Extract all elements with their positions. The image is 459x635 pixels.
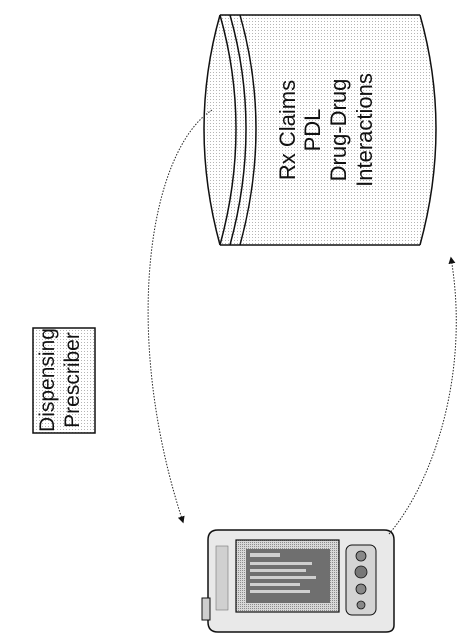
role-box: Dispensing Prescriber — [33, 328, 95, 433]
db-label-pdl: PDL — [300, 109, 325, 152]
pda-handheld-icon — [202, 530, 394, 632]
role-label-dispensing: Dispensing — [36, 328, 59, 432]
db-label-rx-claims: Rx Claims — [275, 80, 300, 180]
db-label-drug-drug: Drug-Drug — [326, 79, 351, 182]
role-label-prescriber: Prescriber — [61, 332, 84, 428]
db-label-interactions: Interactions — [352, 73, 377, 187]
database-cylinder: Rx Claims PDL Drug-Drug Interactions — [204, 15, 436, 245]
arrow-db-to-device — [148, 110, 212, 522]
arrow-device-to-db — [389, 258, 456, 534]
